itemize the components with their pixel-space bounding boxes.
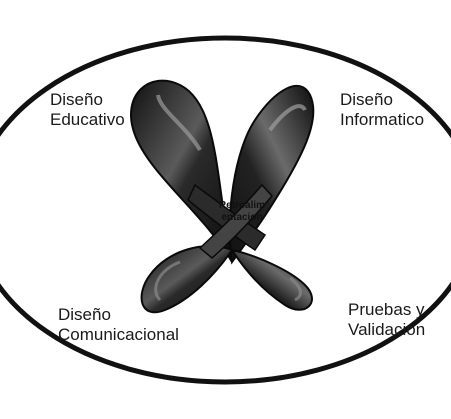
ribbon-crossing xyxy=(187,183,267,252)
label-center-line1: Retroalim xyxy=(218,200,266,211)
label-center: Retroalim entacion xyxy=(207,200,277,224)
label-bottom-left: Diseño Comunicacional xyxy=(58,305,179,345)
label-bottom-right: Pruebas y Validacion xyxy=(348,300,425,340)
label-top-right: Diseño Informatico xyxy=(340,90,424,130)
ribbon-loop-top-left xyxy=(130,79,233,263)
label-top-right-line1: Diseño xyxy=(340,90,393,109)
label-center-line2: entacion xyxy=(221,212,263,223)
label-top-left-line2: Educativo xyxy=(50,110,125,129)
label-bottom-right-line2: Validacion xyxy=(348,320,426,339)
ellipse-frame xyxy=(0,35,451,385)
label-top-left-line1: Diseño xyxy=(50,90,103,109)
label-bottom-right-line1: Pruebas y xyxy=(348,300,425,319)
label-bottom-left-line2: Comunicacional xyxy=(58,325,179,344)
ribbon-loop-bottom-left xyxy=(140,245,234,314)
label-top-left: Diseño Educativo xyxy=(50,90,125,130)
label-bottom-left-line1: Diseño xyxy=(58,305,111,324)
ribbon-loop-bottom-right xyxy=(229,248,313,311)
label-top-right-line2: Informatico xyxy=(340,110,425,129)
